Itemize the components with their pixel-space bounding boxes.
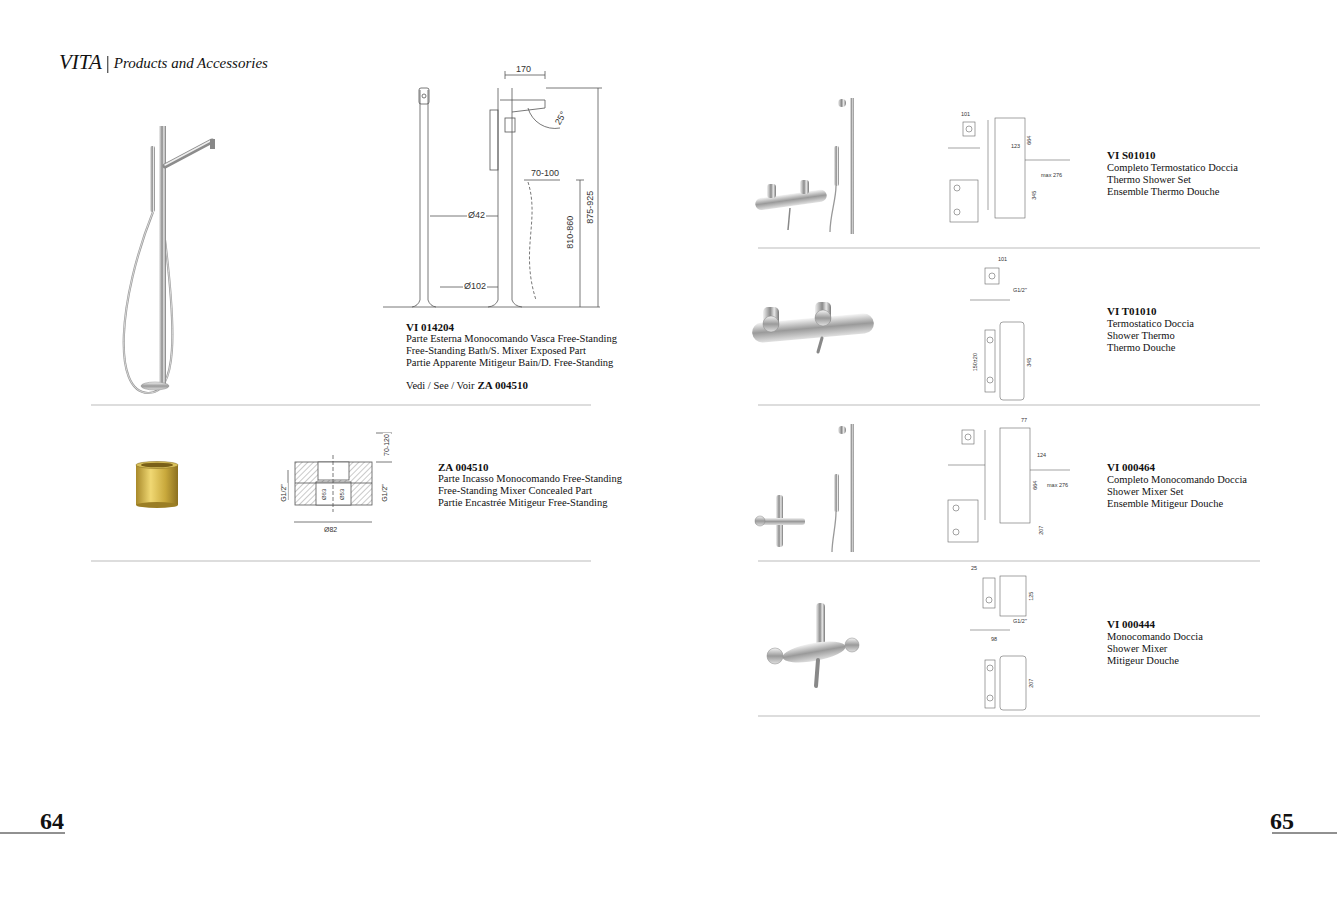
dimension-value: 125 [1029, 590, 1035, 601]
dimension-value: 25° [553, 109, 570, 128]
product-description: Partie Encastrée Mitigeur Free-Standing [438, 497, 607, 509]
product-code: VI 000464 [1107, 461, 1155, 474]
section-heading: Products and Accessories [114, 55, 268, 72]
dimension-value: 77 [1020, 417, 1028, 423]
dimension-value: 345 [1027, 356, 1033, 367]
dimension-value: 664 [1027, 134, 1033, 145]
product-code: ZA 004510 [438, 461, 488, 474]
dimension-value: Ø42 [467, 210, 486, 220]
separators [91, 248, 1260, 716]
dimension-value: Ø63 [322, 487, 329, 500]
dimension-value: 875-925 [586, 189, 596, 224]
product-description: Termostatico Doccia [1107, 318, 1194, 330]
freestanding-mixer-photo [124, 126, 215, 393]
product-description: Thermo Douche [1107, 342, 1176, 354]
product-code: ZA 004510 [477, 379, 527, 392]
product-code: VI 000444 [1107, 618, 1155, 631]
dimension-value: 70-120 [383, 433, 391, 457]
page-number: 65 [1270, 808, 1294, 836]
dimension-value: 124 [1036, 452, 1047, 458]
freestanding-technical-drawing [383, 71, 602, 307]
dimension-value: G1/2" [1012, 287, 1028, 293]
product-description: Free-Standing Bath/S. Mixer Exposed Part [406, 345, 586, 357]
dimension-value: 170 [515, 64, 532, 74]
dimension-value: G1/2" [381, 483, 389, 503]
dimension-value: max 276 [1040, 172, 1063, 178]
dimension-value: 25 [970, 565, 978, 571]
dimension-value: max 276 [1046, 482, 1069, 488]
dimension-value: 207 [1039, 524, 1045, 535]
dimension-value: 207 [1029, 677, 1035, 688]
dimension-value: 123 [1010, 143, 1021, 149]
dimension-value: 664 [1033, 479, 1039, 490]
product-code: VI 014204 [406, 321, 454, 334]
dimension-value: 70-100 [530, 168, 560, 178]
concealed-part-photo [136, 462, 178, 509]
title-bar [107, 56, 108, 73]
product-description: Free-Standing Mixer Concealed Part [438, 485, 592, 497]
product-description: Mitigeur Douche [1107, 655, 1179, 667]
product-description: Completo Termostatico Doccia [1107, 162, 1238, 174]
product-description: Partie Apparente Mitigeur Bain/D. Free-S… [406, 357, 613, 369]
dimension-value: 98 [990, 636, 998, 642]
product-description: Shower Thermo [1107, 330, 1175, 342]
dimension-value: 101 [997, 256, 1008, 262]
product-description: Monocomando Doccia [1107, 631, 1203, 643]
dimension-value: 101 [960, 111, 971, 117]
product-description: Parte Esterna Monocomando Vasca Free-Sta… [406, 333, 617, 345]
product-description: Ensemble Thermo Douche [1107, 186, 1219, 198]
dimension-value: 150±20 [972, 352, 978, 372]
thermo-shower-photo [751, 302, 874, 352]
dimension-value: Ø53 [340, 487, 347, 500]
thermo-shower-set-photo [755, 98, 854, 234]
dimension-value: G1/2" [1012, 618, 1028, 624]
product-description: Shower Mixer [1107, 643, 1167, 655]
product-description: Ensemble Mitigeur Douche [1107, 498, 1223, 510]
dimension-value: Ø102 [463, 281, 487, 291]
dimension-value: Ø82 [323, 526, 338, 534]
product-description: Completo Monocomando Doccia [1107, 474, 1247, 486]
concealed-part-section [288, 433, 392, 522]
shower-mixer-photo [767, 603, 859, 686]
catalog-title: VITA [59, 50, 102, 74]
product-description: Vedi / See / Voir [406, 380, 474, 392]
product-description: Thermo Shower Set [1107, 174, 1191, 186]
dimension-value: G1/2" [280, 483, 288, 503]
shower-mixer-drawing [970, 576, 1026, 710]
dimension-value: 345 [1032, 189, 1038, 200]
shower-mixer-set-drawing [948, 428, 1070, 542]
thermo-shower-set-drawing [948, 118, 1070, 222]
product-description: Shower Mixer Set [1107, 486, 1183, 498]
shower-mixer-set-photo [755, 424, 854, 552]
product-code: VI S01010 [1107, 149, 1156, 162]
product-description: Parte Incasso Monocomando Free-Standing [438, 473, 622, 485]
page-number: 64 [40, 808, 64, 836]
product-code: VI T01010 [1107, 305, 1157, 318]
dimension-value: 810-860 [566, 214, 576, 249]
